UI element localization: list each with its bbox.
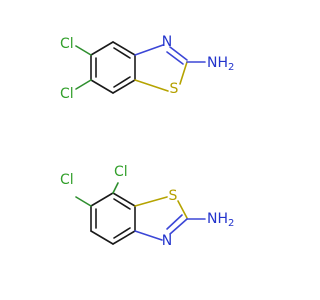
m1-bond	[134, 44, 164, 56]
m1-bond	[179, 61, 188, 85]
m2-bond	[134, 196, 168, 207]
m2-bond	[75, 196, 92, 207]
m1-bond	[112, 79, 136, 94]
m2-bond	[112, 230, 136, 245]
m2-ring-sulfur-label: S	[169, 188, 178, 204]
m1-chlorine-bottom-label: Cl	[60, 86, 74, 102]
molecule-1: Cl Cl N S NH2	[60, 34, 234, 102]
m2-bond	[112, 182, 119, 194]
m2-bond-double	[113, 227, 131, 239]
m1-chlorine-top-label: Cl	[60, 36, 74, 52]
structure-canvas: Cl Cl N S NH2 Cl Cl S N NH2	[60, 34, 234, 249]
m2-bond-double	[166, 214, 183, 230]
m2-bond-double	[113, 198, 131, 210]
m1-bond	[75, 79, 92, 90]
m1-bond-double	[113, 47, 131, 59]
m2-ring-nitrogen-label: N	[162, 233, 172, 249]
m1-amine-label: NH2	[207, 55, 234, 73]
m1-bond-double	[113, 76, 131, 88]
m1-ring-sulfur-label: S	[170, 81, 179, 97]
m1-bond	[112, 41, 136, 56]
m2-chlorine-top-label: Cl	[114, 164, 128, 180]
m1-bond	[75, 45, 92, 56]
m2-chlorine-left-label: Cl	[60, 172, 74, 188]
m2-bond	[90, 230, 114, 245]
m1-bond	[90, 79, 114, 94]
molecule-2: Cl Cl S N NH2	[60, 164, 234, 249]
m1-bond	[90, 41, 114, 56]
m1-bond	[134, 79, 169, 92]
m2-amine-label: NH2	[207, 211, 234, 229]
m1-bond-double	[166, 51, 184, 65]
m2-bond-double	[169, 218, 188, 235]
m1-ring-nitrogen-label: N	[162, 34, 172, 50]
m2-bond	[177, 200, 188, 219]
m1-bond-double	[169, 46, 188, 61]
m2-bond	[134, 230, 163, 241]
m2-bond	[90, 192, 114, 207]
m2-bond	[112, 192, 136, 207]
